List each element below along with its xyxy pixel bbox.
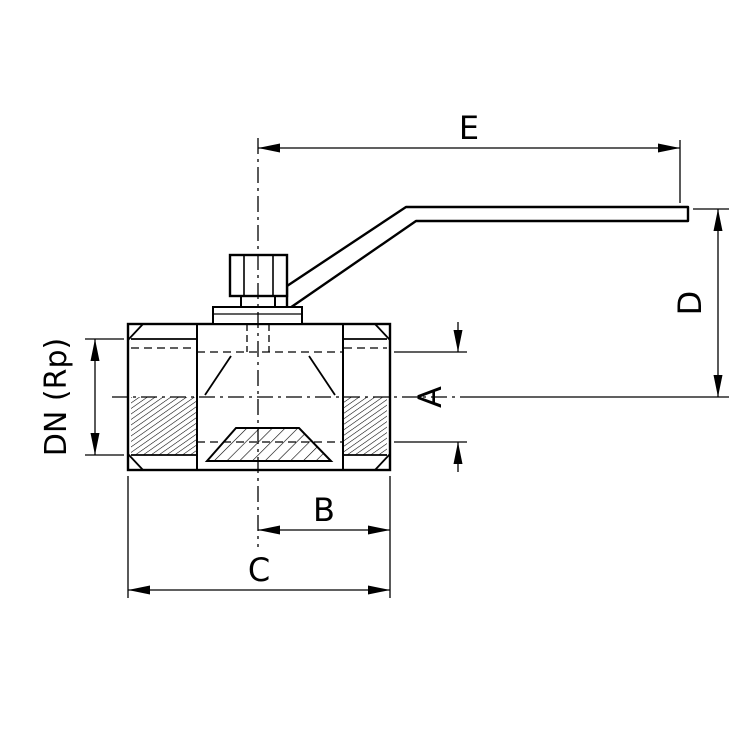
arrowhead bbox=[368, 585, 390, 595]
arrowhead bbox=[658, 143, 680, 153]
dimension-b: B bbox=[258, 476, 391, 598]
arrowhead bbox=[453, 330, 463, 352]
right-thread-hatch bbox=[344, 397, 387, 455]
dimension-e: E bbox=[258, 109, 681, 203]
dimension-label-dn: DN (Rp) bbox=[39, 338, 74, 456]
ball-dome-line-right bbox=[308, 355, 336, 396]
arrowhead bbox=[128, 585, 150, 595]
dimension-label-e: E bbox=[459, 109, 479, 147]
chamfer-top-left bbox=[127, 323, 144, 341]
arrowhead bbox=[258, 143, 280, 153]
chamfer-top-right bbox=[374, 323, 391, 341]
ball-dome-line-left bbox=[204, 355, 232, 396]
arrowhead bbox=[713, 209, 723, 231]
ball-seat-section bbox=[204, 427, 334, 462]
chamfer-bottom-right bbox=[374, 453, 391, 471]
left-thread-hatch bbox=[131, 397, 196, 455]
valve-handle bbox=[285, 205, 690, 312]
arrowhead bbox=[258, 525, 280, 535]
dimension-a: A bbox=[394, 322, 467, 472]
arrowhead bbox=[368, 525, 390, 535]
dimension-label-b: B bbox=[313, 491, 335, 529]
dimension-d: D bbox=[470, 208, 729, 398]
dimension-label-a: A bbox=[411, 386, 449, 408]
dimension-dn: DN (Rp) bbox=[39, 338, 124, 456]
arrowhead bbox=[90, 433, 100, 455]
centerlines bbox=[112, 138, 470, 547]
arrowhead bbox=[453, 442, 463, 464]
dimension-label-c: C bbox=[248, 551, 270, 589]
lever-handle bbox=[285, 205, 690, 312]
valve-body bbox=[126, 322, 392, 472]
chamfer-bottom-left bbox=[127, 453, 144, 471]
arrowhead bbox=[90, 339, 100, 361]
arrowhead bbox=[713, 375, 723, 397]
dimension-label-d: D bbox=[671, 291, 709, 316]
dimension-c: C bbox=[127, 476, 390, 598]
